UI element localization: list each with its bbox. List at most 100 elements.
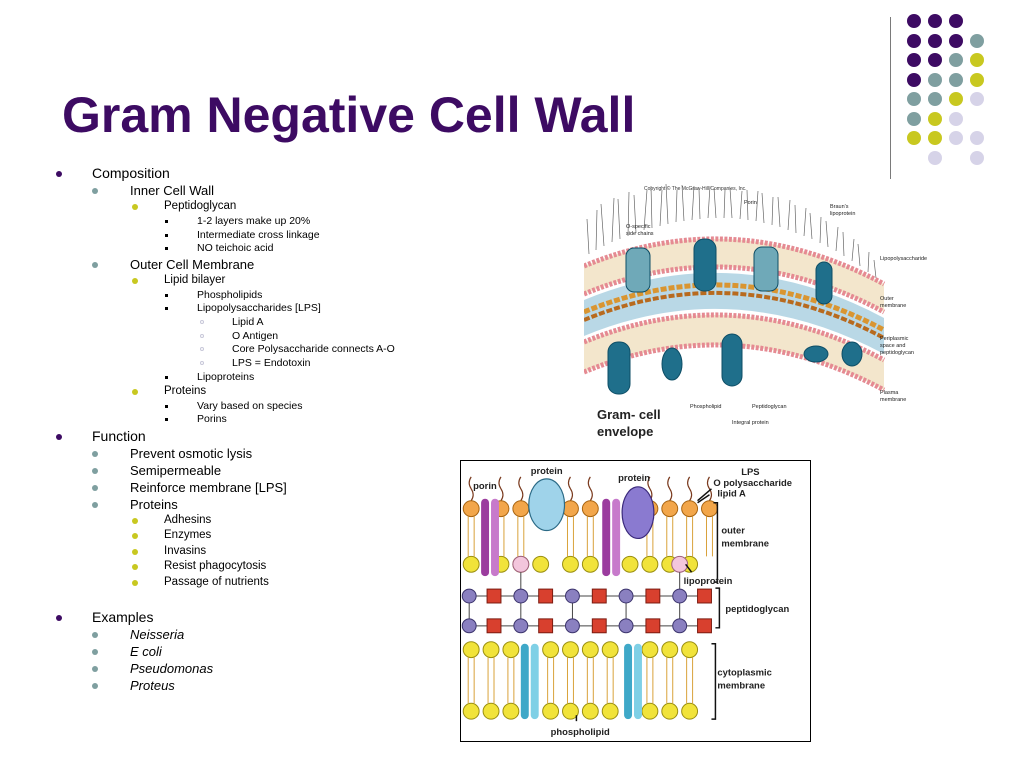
bullet-icon [92,485,98,491]
label-lipid-a: lipid A [717,488,746,499]
label-space-and: space and [880,343,905,349]
outline-item: Outer Cell Membrane [92,257,255,272]
outline-text: Reinforce membrane [LPS] [130,480,287,495]
bullet-icon [92,683,98,689]
outline-text: Lipoproteins [197,371,255,383]
decor-dot [907,131,921,145]
outline-item: Proteins [92,498,178,511]
outline-text: Lipid A [232,316,264,328]
outer-membrane-tails [467,516,713,557]
outline-item: Semipermeable [92,464,221,477]
decor-dot [928,111,942,126]
label-periplasmic: Periplasmic [880,336,909,342]
decor-dot [949,111,963,126]
outline-item: O Antigen [200,331,278,342]
decor-dot [970,14,984,28]
bullet-icon [56,171,62,177]
decor-dot [907,14,921,28]
outline-text: Lipopolysaccharides [LPS] [197,302,321,314]
outline-item: Phospholipids [165,290,262,301]
cytoplasmic-membrane [462,641,699,720]
outline-item: Inner Cell Wall [92,184,214,197]
outline-text: Proteins [164,385,207,397]
bullet-icon [165,234,168,237]
bullet-icon [165,247,168,250]
label-o-polysaccharide: O polysaccharide [713,477,792,488]
outline-text: E coli [130,644,162,659]
outline-item: 1-2 layers make up 20% [165,216,310,227]
label-lipoprotein: lipoprotein [684,575,733,586]
figure-caption-line1: Gram- cell [597,407,661,422]
bullet-icon [200,347,204,351]
outline-text: Neisseria [130,627,185,642]
decor-dot [970,150,984,165]
bullet-icon [56,434,62,440]
label-peptidoglycan: Peptidoglycan [752,404,787,410]
label-peptidoglycan-lc: peptidoglycan [880,350,914,356]
label-phospholipid: Phospholipid [690,404,722,410]
outline-item: Lipoproteins [165,371,255,383]
decor-dot [928,33,942,48]
outline-text: Examples [92,609,154,625]
label-outer-membrane: membrane [880,303,906,309]
outline-text: Intermediate cross linkage [197,229,320,241]
outline-item: Enzymes [132,529,212,542]
decor-dot [970,53,984,67]
outline-item: Porins [165,414,227,425]
decor-dot [970,112,984,126]
outline-item: Vary based on species [165,400,303,412]
outline-text: LPS = Endotoxin [232,357,311,369]
decor-dot [949,53,963,67]
label-brauns-lipoprotein: lipoprotein [830,211,855,217]
decor-dot [928,14,942,28]
peptidoglycan-lattice [461,572,712,634]
outline-item: Neisseria [92,627,185,642]
label-protein: protein [618,472,650,483]
outline-text: Adhesins [164,514,212,526]
protein-blob [528,478,566,532]
outline-text: Prevent osmotic lysis [130,446,253,461]
bullet-icon [92,649,98,655]
label-plasma: Plasma [880,390,899,396]
outline-item: Peptidoglycan [132,200,236,213]
decorative-dot-grid [905,12,989,168]
bullet-icon [132,533,138,539]
decor-dot [928,150,942,165]
outline-item: Proteins [132,385,207,398]
decor-dot [949,92,963,106]
decor-dot [949,72,963,87]
outline-text: Enzymes [164,529,212,541]
bullet-icon [92,262,98,268]
figure-top-labels: O-specific side chains Porin Braun's lip… [626,200,927,426]
outline-item: Function [56,429,146,443]
outline-item: Lipopolysaccharides [LPS] [165,302,321,314]
outline-item: Reinforce membrane [LPS] [92,480,287,495]
outline-text: Passage of nutrients [164,576,269,588]
bullet-icon [132,580,138,586]
label-cytoplasmic-membrane: membrane [717,679,765,690]
decor-dot [970,72,984,87]
outline-text: Outer Cell Membrane [130,257,255,272]
outline-text: Invasins [164,545,207,557]
lipoprotein-anchor [671,555,689,573]
bullet-icon [165,418,168,421]
label-protein: protein [531,465,563,476]
bullet-icon [132,518,138,524]
lipoprotein-anchor [512,555,530,573]
o-side-chain-hairs [586,184,877,279]
bullet-icon [200,320,204,324]
outline-item: Examples [56,609,154,625]
decor-dot [970,131,984,145]
outer-membrane-heads [462,500,718,518]
decor-dot [907,72,921,87]
outline-item: E coli [92,644,162,659]
decor-dot [928,72,942,87]
outline-text: Vary based on species [197,400,303,412]
outline-text: Composition [92,165,170,181]
outline-item: NO teichoic acid [165,243,273,254]
label-outer: outer [721,524,745,535]
label-peptidoglycan: peptidoglycan [725,603,789,614]
outline-item: Lipid A [200,316,264,328]
bullet-icon [165,220,168,223]
decor-dot [949,131,963,145]
